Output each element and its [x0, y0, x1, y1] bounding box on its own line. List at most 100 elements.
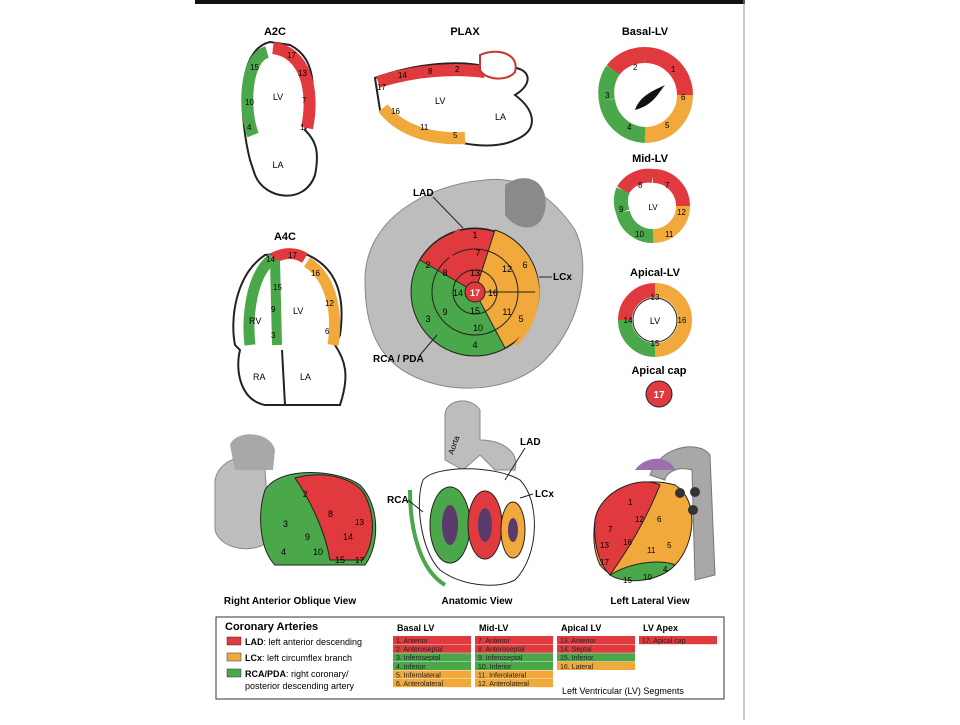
plax-view: PLAX 14 8 2 17 16 11 5 LV LA: [373, 26, 533, 147]
seg-label: 8: [638, 181, 643, 190]
segment-cell: 17. Apical cap: [642, 638, 686, 645]
seg-label: 14: [398, 71, 407, 80]
seg-label: 17: [288, 251, 297, 260]
top-border: [195, 0, 745, 4]
rca-pda-label: RCA / PDA: [373, 354, 424, 365]
seg-label: 5: [518, 314, 523, 324]
seg-label: 2: [455, 65, 460, 74]
segment-cell-bg: [393, 661, 471, 670]
plax-title: PLAX: [450, 26, 480, 38]
rca-swatch: [226, 668, 242, 678]
seg-label: 15: [250, 63, 259, 72]
segment-cell: 10. Inferior: [478, 664, 512, 671]
legend-lad-abbr: LAD: [245, 637, 264, 647]
lv-label: LV: [435, 96, 445, 106]
seg-label: 11: [647, 546, 656, 555]
seg-label: 7: [302, 96, 307, 105]
a4c-view: A4C 17 14 16 15 9 12 3 6 RV LV RA LA: [232, 231, 347, 406]
a2c-title: A2C: [264, 26, 286, 38]
legend-panel: Coronary Arteries LAD: left anterior des…: [215, 616, 725, 700]
seg-label: 7: [475, 248, 480, 258]
segment-cell-bg: [475, 644, 553, 653]
seg-label: 17: [470, 288, 480, 298]
segment-cell-bg: [393, 636, 471, 645]
seg-label: 8: [428, 67, 433, 76]
segment-cell-bg: [393, 679, 471, 688]
ra-label: RA: [253, 372, 266, 382]
seg-label: 14: [453, 288, 463, 298]
seg-label: 2: [425, 260, 430, 270]
legend-lad: LAD: left anterior descending: [245, 637, 362, 647]
segment-cell: 11. Inferolateral: [478, 672, 527, 679]
seg-label: 4: [663, 565, 668, 574]
segment-cell: 9. Inferoseptal: [478, 655, 523, 662]
bullseye-view: 17 1 2 3 4 5 6 7 8 9 10 11 12 13 14 15 1…: [364, 178, 584, 389]
la-label: LA: [300, 372, 311, 382]
rv-label: RV: [249, 316, 261, 326]
seg-label: 16: [391, 107, 400, 116]
diagram-figure: A2C 15 17 13 10 7 4 1 LV LA PLAX 14 8 2 …: [195, 0, 745, 720]
rao-view: 2 8 3 9 13 14 4 10 15 17 Right Anterior …: [214, 434, 377, 607]
seg-label: 9: [619, 205, 624, 214]
lad-anat-label: LAD: [520, 437, 541, 448]
segment-cell-bg: [557, 653, 635, 662]
segment-cell-bg: [639, 636, 717, 645]
seg-label: 14: [343, 532, 353, 542]
apical-lv-title: Apical-LV: [630, 267, 681, 279]
segment-cell: 15. Inferior: [560, 655, 594, 662]
segment-cell: 8. Anteroseptal: [478, 647, 525, 654]
left-lateral-view: 1 12 6 7 13 16 11 5 17 15 10 4 Left Late…: [593, 446, 716, 607]
seg-label: 16: [678, 316, 687, 325]
segment-column-header: Mid-LV: [479, 623, 508, 633]
segment-cell-bg: [557, 644, 635, 653]
seg-label: 16: [311, 269, 320, 278]
seg-label: 15: [651, 339, 660, 348]
seg-label: 17: [600, 558, 609, 567]
a2c-view: A2C 15 17 13 10 7 4 1 LV LA: [241, 26, 318, 197]
legend-rca-text: : right coronary/: [286, 669, 349, 679]
seg-label: 15: [470, 306, 480, 316]
apical-cap-title: Apical cap: [631, 365, 686, 377]
a4c-title: A4C: [274, 231, 296, 243]
seg-label: 15: [623, 576, 632, 585]
lad-label: LAD: [413, 188, 434, 199]
segment-cell: 1. Anterior: [396, 638, 429, 645]
segment-cell: 3. Inferoseptal: [396, 655, 441, 662]
anatomic-title: Anatomic View: [442, 596, 513, 607]
diagram-canvas: A2C 15 17 13 10 7 4 1 LV LA PLAX 14 8 2 …: [195, 0, 745, 720]
seg-label: 14: [624, 316, 633, 325]
segment-cell-bg: [557, 661, 635, 670]
seg-label: 16: [488, 288, 498, 298]
segment-cell-bg: [475, 679, 553, 688]
segment-cell: 5. Inferolateral: [396, 672, 441, 679]
la-label: LA: [495, 112, 506, 122]
seg-label: 1: [671, 65, 676, 74]
legend-title: Coronary Arteries: [225, 621, 318, 633]
segment-column-header: Basal LV: [397, 623, 434, 633]
seg-label: 4: [627, 123, 632, 132]
segment-cell-bg: [393, 670, 471, 679]
seg-label: 10: [245, 98, 254, 107]
segment-column-header: LV Apex: [643, 623, 678, 633]
lv-label: LV: [648, 203, 658, 212]
seg-label: 12: [677, 208, 686, 217]
lcx-anat-label: LCx: [535, 489, 554, 500]
segment-cell: 14. Septal: [560, 647, 592, 654]
apical-lv-view: Apical-LV 13 14 16 15 LV: [618, 267, 692, 357]
rca-label: RCA: [387, 495, 409, 506]
legend-lad-text: : left anterior descending: [264, 637, 363, 647]
legend-rca: RCA/PDA: right coronary/: [245, 669, 349, 679]
apical-cap-view: Apical cap 17: [631, 365, 687, 408]
seg-label: 9: [305, 532, 310, 542]
seg-label: 13: [600, 541, 609, 550]
lv-label: LV: [293, 306, 303, 316]
segment-column-header: Apical LV: [561, 623, 601, 633]
seg-label: 11: [502, 307, 511, 317]
seg-label: 1: [472, 230, 477, 240]
segment-cell-bg: [393, 644, 471, 653]
legend-lcx-abbr: LCx: [245, 653, 262, 663]
seg-label: 4: [472, 340, 477, 350]
seg-label: 15: [273, 283, 282, 292]
seg-label: 13: [298, 69, 307, 78]
